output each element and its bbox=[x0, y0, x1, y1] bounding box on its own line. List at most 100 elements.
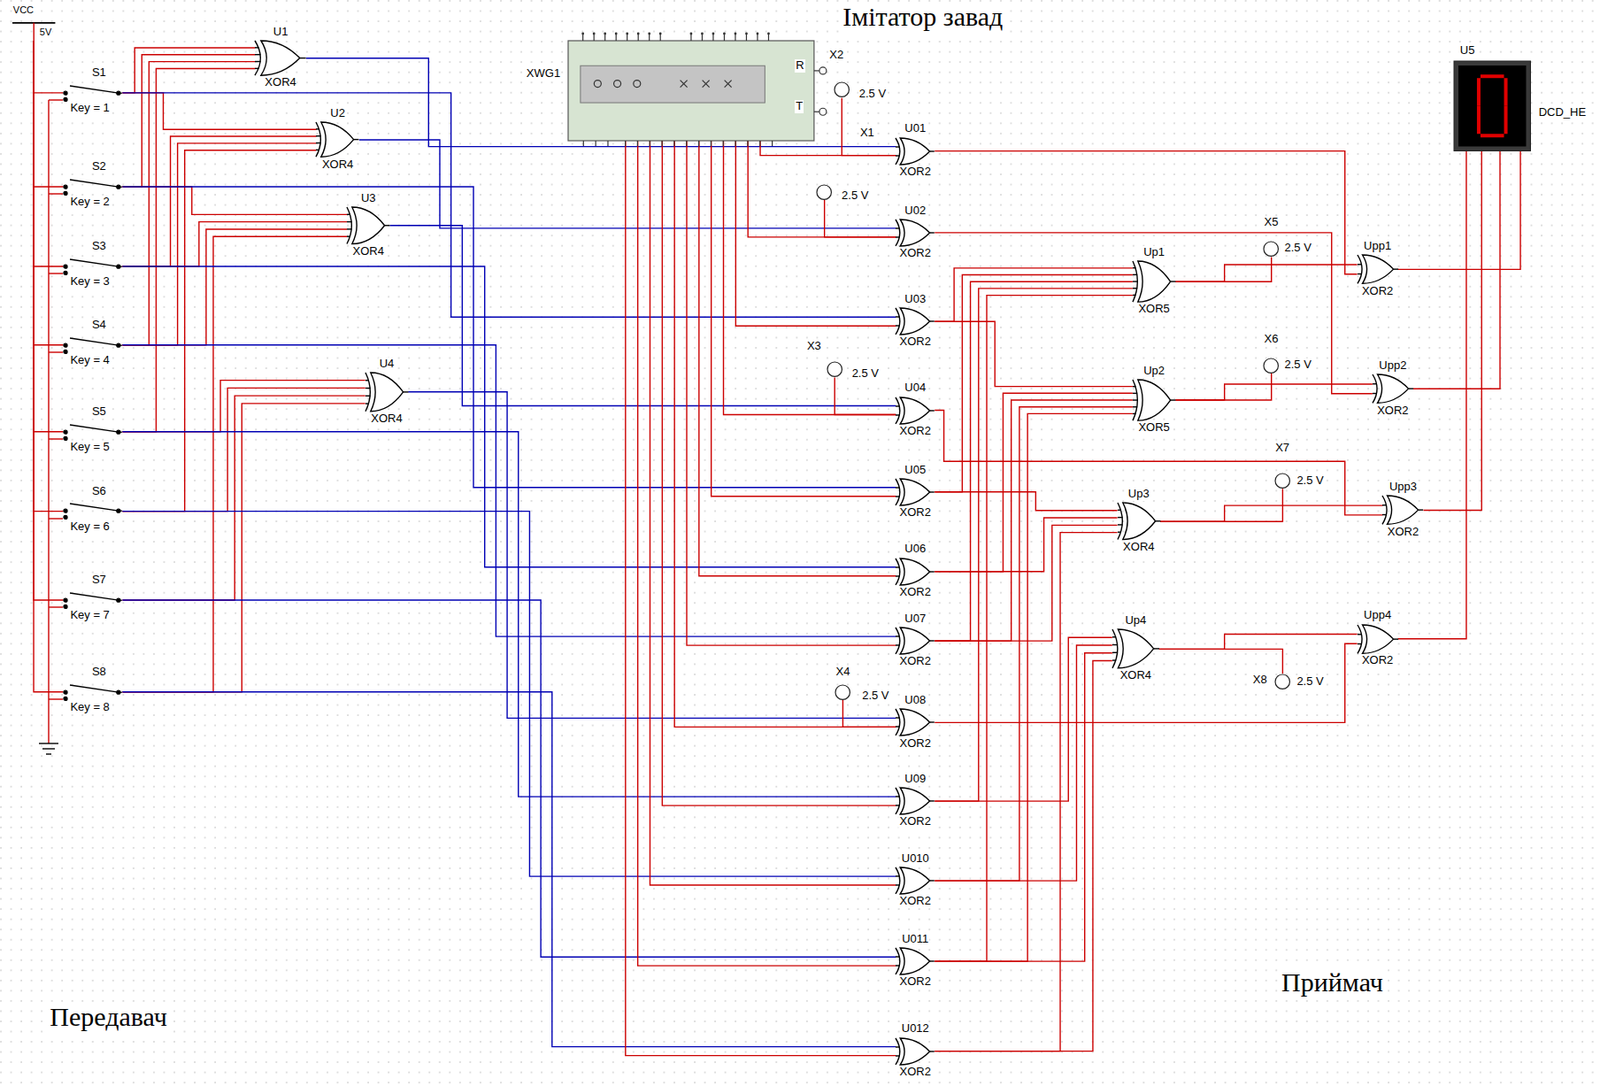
wire bbox=[122, 186, 896, 488]
gate-label: U011 bbox=[900, 932, 930, 947]
gate-label: U05 bbox=[903, 463, 927, 477]
upp-symbol bbox=[1357, 254, 1399, 284]
gate-label: U2 bbox=[329, 107, 347, 121]
switch-label: S8 bbox=[91, 665, 108, 679]
gate-label: XOR2 bbox=[899, 424, 932, 439]
wire bbox=[33, 40, 63, 432]
generator-label: R bbox=[794, 59, 805, 73]
txg-symbol bbox=[346, 207, 390, 245]
probe-symbol bbox=[1274, 673, 1291, 690]
xor-gate: Up4XOR4 bbox=[1112, 629, 1160, 669]
gate-label: Upp2 bbox=[1377, 359, 1408, 373]
probe-symbol bbox=[1262, 357, 1279, 374]
wire bbox=[389, 225, 896, 407]
wire bbox=[934, 532, 1117, 1052]
probe-label: 2.5 V bbox=[1295, 675, 1324, 689]
wire bbox=[760, 140, 896, 156]
probe-symbol bbox=[815, 184, 832, 200]
gate-label: XOR4 bbox=[1122, 540, 1155, 554]
wire bbox=[1159, 648, 1284, 674]
generator-label: XWG1 bbox=[525, 67, 562, 81]
toggle-switch: S5Key = 5 bbox=[62, 423, 123, 440]
wire bbox=[735, 140, 896, 326]
probe-label: 2.5 V bbox=[851, 367, 880, 381]
switch-label: Key = 1 bbox=[69, 101, 110, 116]
wire bbox=[1160, 488, 1283, 522]
wire bbox=[723, 140, 897, 415]
xor-gate: Up2XOR5 bbox=[1132, 379, 1176, 421]
gate-label: XOR2 bbox=[899, 654, 932, 669]
display-label: U5 bbox=[1459, 44, 1477, 58]
wire bbox=[33, 40, 63, 93]
u0-symbol bbox=[895, 708, 935, 736]
gate-label: U3 bbox=[360, 192, 377, 206]
section-title: Приймач bbox=[1280, 967, 1385, 999]
gate-label: XOR4 bbox=[369, 412, 403, 426]
u0-symbol bbox=[895, 307, 935, 335]
gate-label: XOR2 bbox=[899, 335, 932, 349]
wire bbox=[122, 150, 316, 512]
wire bbox=[638, 140, 897, 966]
switch-symbol bbox=[62, 592, 123, 608]
probe-label: 2.5 V bbox=[840, 189, 870, 203]
xor-gate: Upp4XOR2 bbox=[1357, 624, 1399, 654]
wire bbox=[122, 692, 896, 1047]
u0-symbol bbox=[895, 558, 935, 585]
gate-label: XOR2 bbox=[899, 585, 932, 600]
gate-label: XOR2 bbox=[899, 737, 932, 751]
gate-label: XOR2 bbox=[899, 246, 932, 261]
wire bbox=[1175, 373, 1271, 400]
switch-label: Key = 7 bbox=[69, 608, 110, 623]
toggle-switch: S4Key = 4 bbox=[62, 337, 123, 354]
switch-label: Key = 2 bbox=[69, 195, 110, 209]
probe-lamp: X52.5 V bbox=[1262, 240, 1279, 257]
xor-gate: U3XOR4 bbox=[346, 207, 390, 245]
gate-label: Up4 bbox=[1123, 614, 1147, 628]
probe-label: 2.5 V bbox=[1295, 474, 1324, 488]
wire bbox=[1175, 384, 1373, 400]
wire bbox=[407, 392, 896, 719]
wire bbox=[934, 288, 1133, 801]
wire bbox=[934, 410, 1383, 516]
gate-label: Up3 bbox=[1127, 487, 1151, 501]
switch-symbol bbox=[62, 502, 123, 519]
up-symbol bbox=[1112, 629, 1160, 669]
switch-label: S2 bbox=[91, 160, 108, 174]
gate-label: XOR2 bbox=[899, 506, 932, 520]
xor-gate: U03XOR2 bbox=[895, 307, 935, 335]
xor-gate: U4XOR4 bbox=[365, 372, 408, 412]
wire bbox=[934, 232, 1373, 394]
gate-label: XOR2 bbox=[899, 815, 932, 829]
up-symbol bbox=[1132, 261, 1176, 302]
probe-label: X8 bbox=[1252, 673, 1269, 687]
wire bbox=[1398, 151, 1521, 270]
u0-symbol bbox=[895, 219, 935, 247]
probe-symbol bbox=[1274, 472, 1291, 489]
probe-lamp: 2.5 V bbox=[826, 361, 843, 377]
gate-label: XOR2 bbox=[899, 894, 932, 908]
probe-label: X5 bbox=[1262, 215, 1279, 230]
gate-label: XOR2 bbox=[1361, 653, 1394, 668]
probe-label: X7 bbox=[1274, 441, 1291, 455]
toggle-switch: S3Key = 3 bbox=[62, 258, 123, 275]
wire bbox=[934, 413, 1133, 962]
gate-label: Upp4 bbox=[1362, 608, 1393, 623]
wire bbox=[934, 295, 1133, 962]
gate-label: XOR5 bbox=[1137, 421, 1170, 435]
switch-label: Key = 8 bbox=[69, 700, 110, 715]
gate-label: U06 bbox=[903, 542, 927, 556]
gate-label: U01 bbox=[903, 122, 927, 136]
wire bbox=[661, 140, 896, 806]
up-symbol bbox=[1117, 502, 1161, 540]
wire bbox=[934, 151, 1357, 275]
up-symbol bbox=[1132, 379, 1176, 421]
gate-label: Upp1 bbox=[1362, 239, 1393, 254]
xor-gate: Upp2XOR2 bbox=[1372, 374, 1414, 403]
display-label: DCD_HE bbox=[1538, 106, 1587, 120]
wire bbox=[824, 200, 897, 238]
switch-label: Key = 5 bbox=[69, 440, 110, 454]
probe-symbol bbox=[1262, 240, 1279, 257]
wire bbox=[122, 345, 896, 637]
source-label: 5V bbox=[38, 26, 53, 39]
